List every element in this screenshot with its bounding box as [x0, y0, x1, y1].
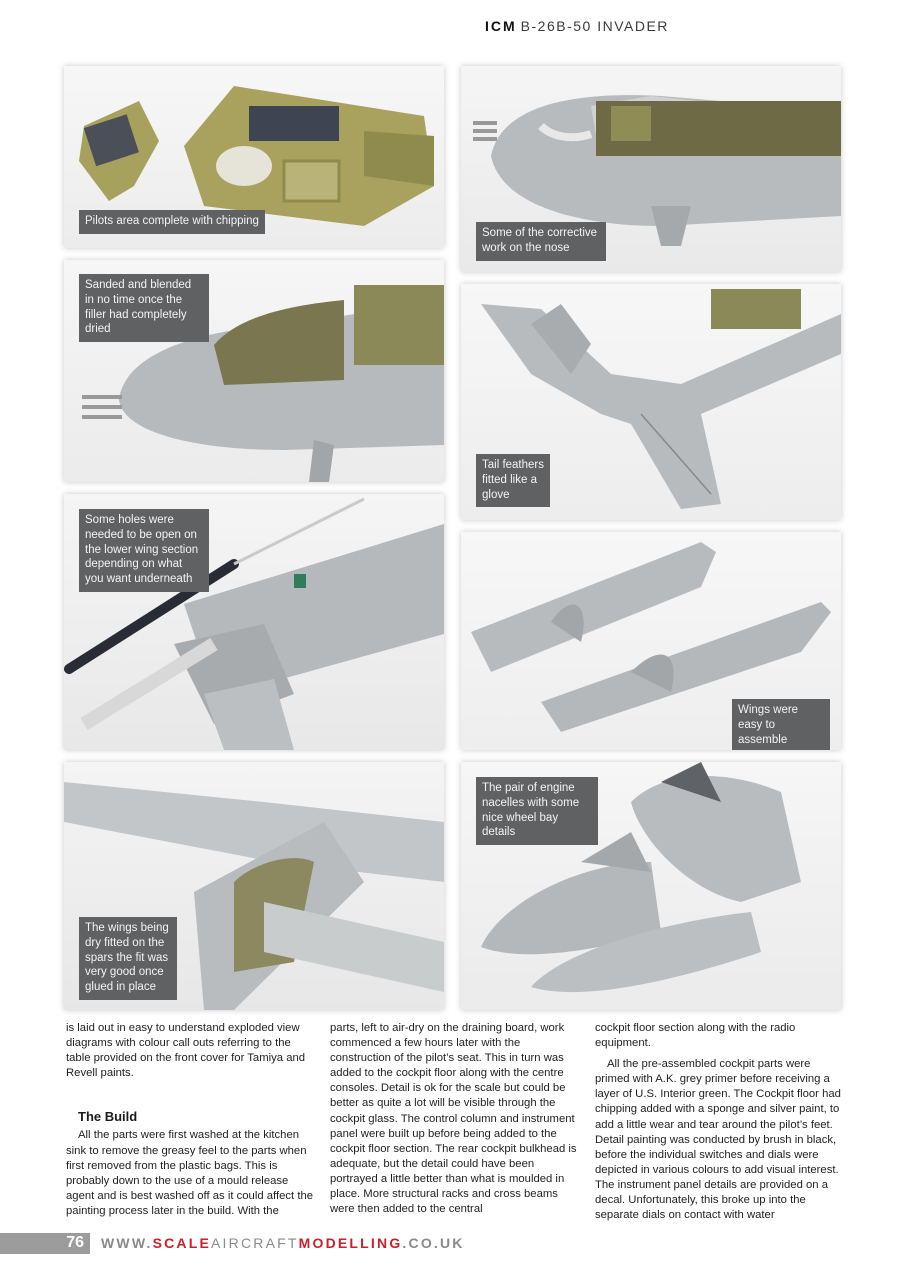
photo-caption: Some of the corrective work on the nose	[476, 222, 606, 261]
photo-tail-feathers: Tail feathers fitted like a glove	[461, 284, 841, 520]
page-number-bar: 76	[0, 1233, 90, 1254]
paragraph: parts, left to air-dry on the draining b…	[330, 1022, 577, 1216]
engine-nacelles-image	[481, 762, 801, 993]
article-column-3: cockpit floor section along with the rad…	[595, 1021, 845, 1223]
paragraph: All the parts were first washed at the k…	[66, 1129, 314, 1217]
article-column-2: parts, left to air-dry on the draining b…	[330, 1021, 580, 1217]
section-heading: The Build	[78, 1109, 138, 1125]
cockpit-floor-image	[79, 86, 434, 226]
paragraph: is laid out in easy to understand explod…	[66, 1022, 306, 1080]
url-prefix: WWW.	[101, 1235, 153, 1251]
photo-nose-corrective: Some of the corrective work on the nose	[461, 66, 841, 272]
photo-caption: The pair of engine nacelles with some ni…	[476, 777, 598, 846]
photo-caption: Sanded and blended in no time once the f…	[79, 274, 209, 343]
photo-lower-wing-holes: Some holes were needed to be open on the…	[64, 494, 444, 750]
photo-sanded-blended: Sanded and blended in no time once the f…	[64, 260, 444, 482]
lower-wing-parts-image	[64, 497, 444, 750]
paragraph: All the pre-assembled cockpit parts were…	[595, 1058, 841, 1222]
header-title: B-26B-50 INVADER	[520, 18, 669, 34]
article-column-1: is laid out in easy to understand explod…	[66, 1021, 316, 1219]
photo-caption: Wings were easy to assemble	[732, 699, 830, 750]
photo-caption: Some holes were needed to be open on the…	[79, 509, 209, 592]
photo-pilots-area: Pilots area complete with chipping	[64, 66, 444, 248]
tail-assembly-image	[481, 289, 841, 509]
photo-wings-dry-fitted: The wings being dry fitted on the spars …	[64, 762, 444, 1010]
url-aircraft: AIRCRAFT	[211, 1235, 299, 1251]
photo-caption: Pilots area complete with chipping	[79, 210, 265, 234]
photo-caption: The wings being dry fitted on the spars …	[79, 917, 177, 1000]
wing-halves-image	[471, 542, 831, 732]
photo-caption: Tail feathers fitted like a glove	[476, 454, 550, 508]
fuselage-nose-image	[473, 95, 841, 246]
url-scale: SCALE	[152, 1235, 212, 1251]
wing-spar-fit-image	[64, 782, 444, 1010]
url-modelling: MODELLING	[298, 1235, 403, 1251]
url-suffix: .CO.UK	[402, 1235, 465, 1251]
paragraph: cockpit floor section along with the rad…	[595, 1022, 796, 1050]
header-brand: ICM	[485, 18, 517, 34]
photo-engine-nacelles: The pair of engine nacelles with some ni…	[461, 762, 841, 1010]
website-url[interactable]: WWW.SCALEAIRCRAFTMODELLING.CO.UK	[101, 1235, 465, 1251]
page-footer: 76 WWW.SCALEAIRCRAFTMODELLING.CO.UK	[0, 1233, 470, 1254]
photo-wings-assemble: Wings were easy to assemble	[461, 532, 841, 750]
page-number: 76	[66, 1234, 84, 1251]
